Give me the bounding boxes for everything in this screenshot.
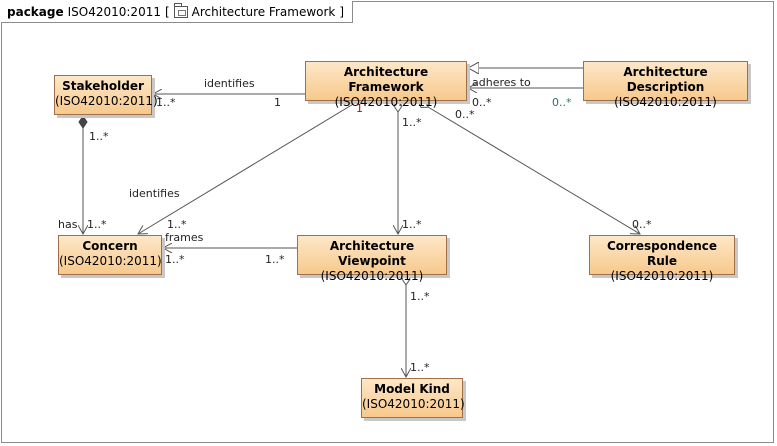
mult-viewpoint-frames: 1..* xyxy=(265,253,285,266)
mult-framework-correspondence-src: 0..* xyxy=(455,108,475,121)
class-name: Concern xyxy=(82,239,138,253)
package-tab: package ISO42010:2011 [ Architecture Fra… xyxy=(1,1,354,23)
mult-concern-has: 1..* xyxy=(87,218,107,231)
class-stakeholder[interactable]: Stakeholder (ISO42010:2011) xyxy=(54,75,158,115)
class-architecture-viewpoint[interactable]: Architecture Viewpoint (ISO42010:2011) xyxy=(297,235,447,283)
mult-stakeholder-has: 1..* xyxy=(89,130,109,143)
label-frames: frames xyxy=(165,231,204,244)
mult-framework-identifies: 1 xyxy=(274,96,281,109)
mult-framework-concern-red: 1 xyxy=(356,102,363,115)
package-name: ISO42010:2011 xyxy=(67,4,161,19)
bracket-close: ] xyxy=(339,4,345,19)
class-concern[interactable]: Concern (ISO42010:2011) xyxy=(58,235,162,275)
class-correspondence-rule[interactable]: Correspondence Rule (ISO42010:2011) xyxy=(589,235,735,283)
mult-adheres-framework: 0..* xyxy=(472,96,492,109)
class-name: Model Kind xyxy=(374,382,450,396)
mult-concern-frames: 1..* xyxy=(165,253,185,266)
class-name: Architecture Framework xyxy=(343,65,429,94)
class-stereotype: (ISO42010:2011) xyxy=(55,94,158,108)
mult-viewpoint-modelkind-src: 1..* xyxy=(410,290,430,303)
label-identifies-stakeholder: identifies xyxy=(204,77,255,90)
edge-framework-identifies-concern xyxy=(138,102,356,234)
class-stereotype: (ISO42010:2011) xyxy=(334,95,438,109)
class-architecture-framework[interactable]: Architecture Framework (ISO42010:2011) xyxy=(305,61,467,109)
package-diagram-icon xyxy=(173,2,188,18)
class-name: Correspondence Rule xyxy=(606,239,718,268)
label-identifies-concern: identifies xyxy=(129,187,180,200)
class-stereotype: (ISO42010:2011) xyxy=(610,269,714,283)
mult-correspondence-top: 0..* xyxy=(632,218,652,231)
class-architecture-description[interactable]: Architecture Description (ISO42010:2011) xyxy=(583,61,748,109)
mult-stakeholder-identifies: 1..* xyxy=(156,96,176,109)
mult-modelkind-top: 1..* xyxy=(410,361,430,374)
diagram-name: Architecture Framework xyxy=(191,4,336,19)
package-keyword: package xyxy=(7,4,64,19)
class-name: Architecture Description xyxy=(623,65,708,94)
class-stereotype: (ISO42010:2011) xyxy=(320,269,424,283)
class-name: Architecture Viewpoint xyxy=(329,239,415,268)
bracket-open: [ xyxy=(164,4,170,19)
class-stereotype: (ISO42010:2011) xyxy=(59,254,162,268)
label-has: has xyxy=(58,218,78,231)
mult-concern-identifies: 1..* xyxy=(167,218,187,231)
mult-adheres-description: 0..* xyxy=(552,96,572,109)
class-model-kind[interactable]: Model Kind (ISO42010:2011) xyxy=(361,378,465,418)
class-stereotype: (ISO42010:2011) xyxy=(614,95,717,109)
edge-framework-correspondence xyxy=(418,101,640,234)
mult-framework-viewpoint-src: 1..* xyxy=(402,116,422,129)
class-name: Stakeholder xyxy=(62,79,144,93)
class-stereotype: (ISO42010:2011) xyxy=(362,397,465,411)
label-adheres-to: adheres to xyxy=(472,76,531,89)
mult-viewpoint-top: 1..* xyxy=(402,218,422,231)
